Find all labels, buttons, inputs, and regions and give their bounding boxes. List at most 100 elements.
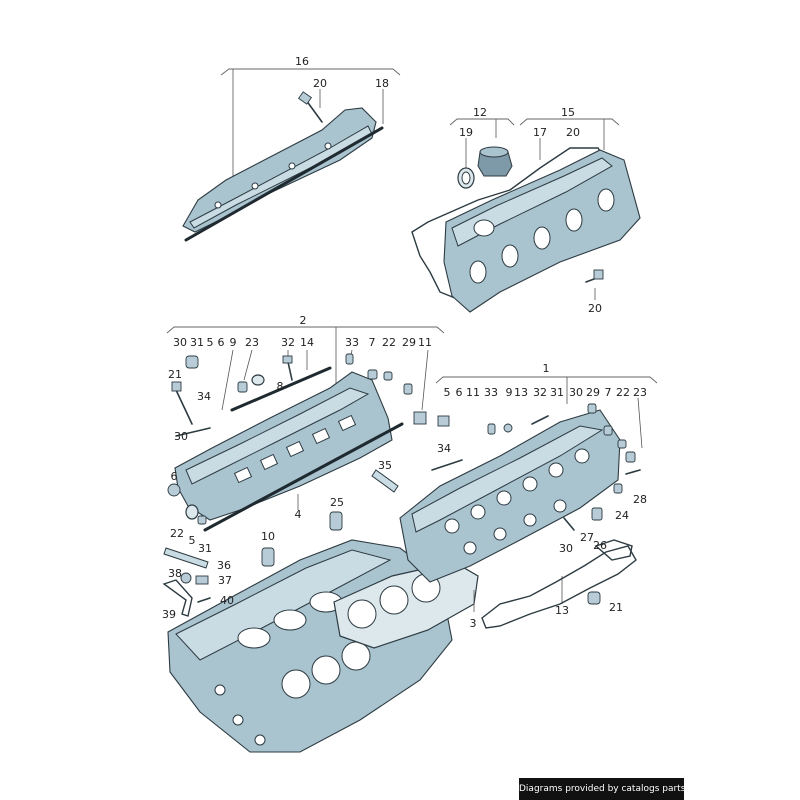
seal-ring-8-icon <box>251 374 265 386</box>
callout-15: 15 <box>561 106 575 119</box>
plug-22-right-icon <box>617 439 627 449</box>
callout-8: 8 <box>277 380 284 393</box>
bracket-36-icon <box>163 547 209 569</box>
callout-30: 30 <box>174 430 188 443</box>
plug-7-left-icon <box>367 369 378 380</box>
head-right-valve-pockets <box>444 448 590 555</box>
callout-11: 11 <box>466 386 480 399</box>
callout-1: 1 <box>543 362 550 375</box>
callout-25: 25 <box>330 496 344 509</box>
callout-16: 16 <box>295 55 309 68</box>
pin-34-right <box>431 459 463 471</box>
plug-6-left-icon <box>167 483 181 497</box>
callout-31: 31 <box>198 542 212 555</box>
callout-35: 35 <box>378 459 392 472</box>
head-gasket-strip-left <box>203 422 404 532</box>
callout-20: 20 <box>313 77 327 90</box>
pin-30-left <box>175 427 211 437</box>
sensor-38-icon <box>180 572 192 584</box>
plug-29-right-icon <box>587 403 597 414</box>
valve-cover-left-group <box>182 68 401 242</box>
callout-9: 9 <box>506 386 513 399</box>
plug-21-left-icon <box>185 355 199 369</box>
callout-5: 5 <box>207 336 214 349</box>
callout-22: 22 <box>616 386 630 399</box>
callout-28: 28 <box>633 493 647 506</box>
callout-31: 31 <box>190 336 204 349</box>
callout-37: 37 <box>218 574 232 587</box>
bracket-11-right-icon <box>437 415 450 427</box>
valve-cover-gasket-strip <box>184 126 384 242</box>
bolt-40-icon <box>197 597 211 603</box>
callout-13: 13 <box>555 604 569 617</box>
callout-19: 19 <box>459 126 473 139</box>
callout-30: 30 <box>569 386 583 399</box>
callout-10: 10 <box>261 530 275 543</box>
plug-23-right-icon <box>625 451 636 463</box>
callout-17: 17 <box>533 126 547 139</box>
callout-39: 39 <box>162 608 176 621</box>
plug-7-right-icon <box>603 425 613 436</box>
plug-9-right-icon <box>503 423 513 433</box>
callout-20: 20 <box>566 126 580 139</box>
callout-30: 30 <box>559 542 573 555</box>
part-labels: 16 20 18 12 15 19 17 20 20 2 30 31 5 6 9… <box>162 55 647 630</box>
plug-29-left-icon <box>403 383 413 395</box>
callout-5: 5 <box>444 386 451 399</box>
callout-2: 2 <box>300 314 307 327</box>
oil-filler-cap-icon <box>477 146 513 177</box>
callout-13: 13 <box>514 386 528 399</box>
tube-35-icon <box>371 469 399 493</box>
clip-37-icon <box>195 575 209 585</box>
callout-21: 21 <box>168 368 182 381</box>
callout-29: 29 <box>402 336 416 349</box>
credit-banner: Diagrams provided by catalogs parts <box>519 778 685 800</box>
callout-36: 36 <box>217 559 231 572</box>
callout-5: 5 <box>189 534 196 547</box>
seal-ring-19-icon <box>457 167 475 189</box>
pin-30-right <box>563 517 575 531</box>
callout-38: 38 <box>168 567 182 580</box>
plug-24-icon <box>613 483 623 494</box>
plug-33-right-icon <box>487 423 496 435</box>
bolt-34-left-icon <box>171 381 193 425</box>
plug-33-left-icon <box>345 353 354 365</box>
callout-34: 34 <box>197 390 211 403</box>
callout-18: 18 <box>375 77 389 90</box>
bolt-20-icon <box>297 91 323 123</box>
callout-3: 3 <box>470 617 477 630</box>
valve-cover-right-group <box>411 118 641 313</box>
cylinder-head-right-group <box>399 376 658 629</box>
callout-33: 33 <box>345 336 359 349</box>
callout-27: 27 <box>580 531 594 544</box>
callout-20: 20 <box>588 302 602 315</box>
plug-27-icon <box>591 507 603 521</box>
callout-26: 26 <box>593 539 607 552</box>
callout-6: 6 <box>171 470 178 483</box>
callout-21: 21 <box>609 601 623 614</box>
callout-22: 22 <box>382 336 396 349</box>
callout-9: 9 <box>230 336 237 349</box>
callout-40: 40 <box>220 594 234 607</box>
callout-6: 6 <box>456 386 463 399</box>
seal-5-left-icon <box>185 504 199 520</box>
bolt-28-icon <box>625 469 641 475</box>
callout-31: 31 <box>550 386 564 399</box>
callout-32: 32 <box>281 336 295 349</box>
callout-23: 23 <box>633 386 647 399</box>
callout-34: 34 <box>437 442 451 455</box>
plug-23-left-icon <box>237 381 248 393</box>
callout-30: 30 <box>173 336 187 349</box>
seal-26 <box>594 539 633 561</box>
callout-32: 32 <box>533 386 547 399</box>
cylinder-head-left-group <box>162 326 445 617</box>
callout-6: 6 <box>218 336 225 349</box>
callout-24: 24 <box>615 509 629 522</box>
plug-22-left-icon <box>383 371 393 381</box>
bracket-11-left-icon <box>413 411 427 425</box>
sleeve-10-icon <box>261 547 275 567</box>
bolt-32-right-icon <box>531 415 549 425</box>
callout-4: 4 <box>295 508 302 521</box>
rail-14 <box>230 366 332 412</box>
